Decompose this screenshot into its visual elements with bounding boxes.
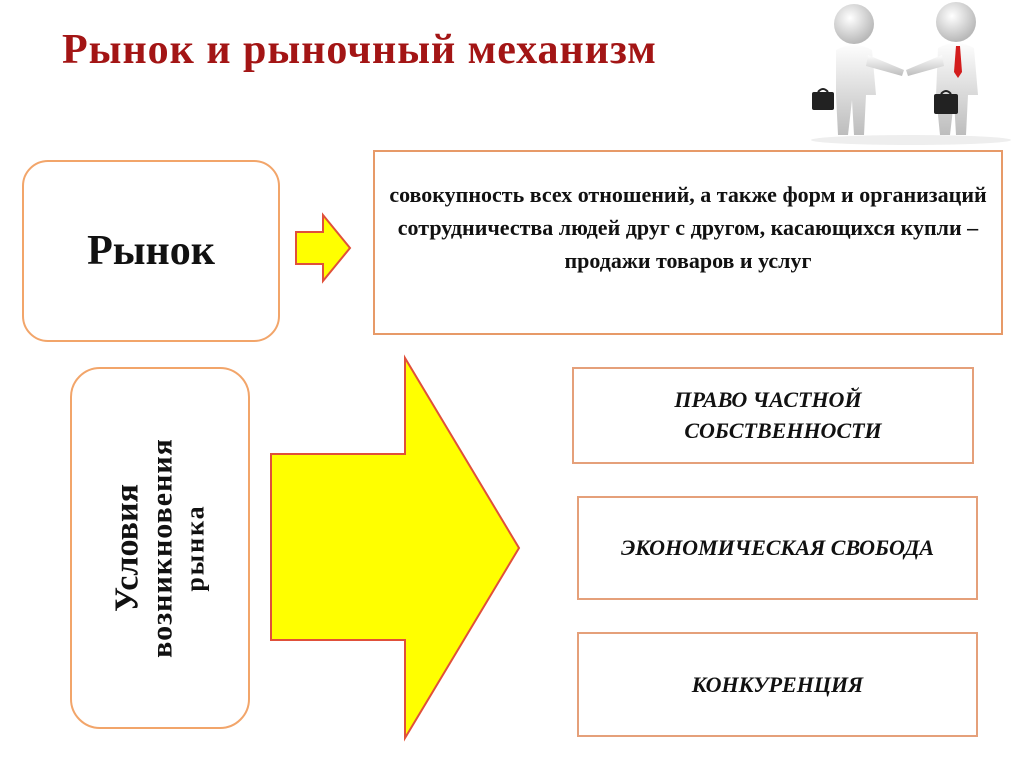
condition-economic-freedom: ЭКОНОМИЧЕСКАЯ СВОБОДА bbox=[577, 496, 978, 600]
conditions-line-3: рынка bbox=[180, 504, 210, 592]
conditions-label: Условия возникновения рынка bbox=[108, 383, 210, 713]
handshake-figures-icon bbox=[811, 2, 1011, 145]
market-box: Рынок bbox=[22, 160, 280, 342]
condition-competition: КОНКУРЕНЦИЯ bbox=[577, 632, 978, 737]
definition-box: совокупность всех отношений, а также фор… bbox=[373, 150, 1003, 335]
definition-text: совокупность всех отношений, а также фор… bbox=[389, 182, 987, 273]
conditions-box: Условия возникновения рынка bbox=[70, 367, 250, 729]
market-label: Рынок bbox=[87, 228, 215, 274]
small-arrow-icon bbox=[295, 212, 352, 284]
condition-1-line-2: СОБСТВЕННОСТИ bbox=[684, 417, 882, 443]
big-arrow-icon bbox=[270, 354, 521, 742]
condition-3-text: КОНКУРЕНЦИЯ bbox=[691, 671, 864, 697]
conditions-line-1: Условия bbox=[108, 484, 146, 612]
condition-1-line-1: ПРАВО ЧАСТНОЙ bbox=[674, 386, 862, 412]
page-title: Рынок и рыночный механизм bbox=[62, 27, 657, 73]
condition-private-property: ПРАВО ЧАСТНОЙ СОБСТВЕННОСТИ bbox=[572, 367, 974, 464]
condition-2-text: ЭКОНОМИЧЕСКАЯ СВОБОДА bbox=[620, 535, 935, 560]
conditions-line-2: возникновения bbox=[145, 438, 178, 658]
